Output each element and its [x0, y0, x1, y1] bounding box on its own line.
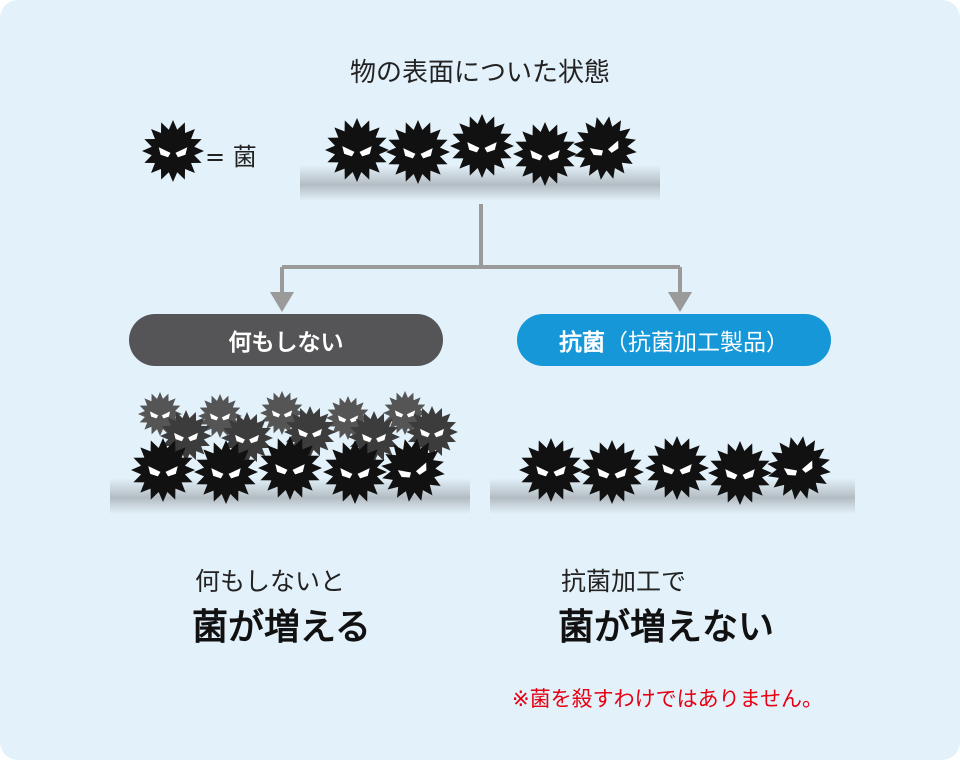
pill-do-nothing-label: 何もしない: [228, 330, 344, 356]
arrow-left-head: [270, 292, 294, 312]
right-caption-line2: 菌が増えない: [558, 607, 775, 648]
left-caption-line1: 何もしないと: [195, 567, 346, 596]
disclaimer-note: ※菌を殺すわけではありません。: [512, 687, 823, 711]
left-caption-line2: 菌が増える: [192, 607, 371, 648]
right-caption-line1: 抗菌加工で: [561, 567, 687, 596]
pill-do-nothing: 何もしない: [129, 314, 443, 366]
pill-antibacterial-rest: （抗菌加工製品）: [605, 330, 789, 356]
arrow-right-head: [668, 292, 692, 312]
legend-label: = 菌: [205, 143, 257, 171]
diagram-title: 物の表面についた状態: [349, 58, 610, 88]
legend-germ-icon: [142, 120, 204, 182]
pill-antibacterial-bold: 抗菌: [559, 330, 605, 356]
pill-antibacterial: 抗菌（抗菌加工製品）: [517, 314, 831, 366]
